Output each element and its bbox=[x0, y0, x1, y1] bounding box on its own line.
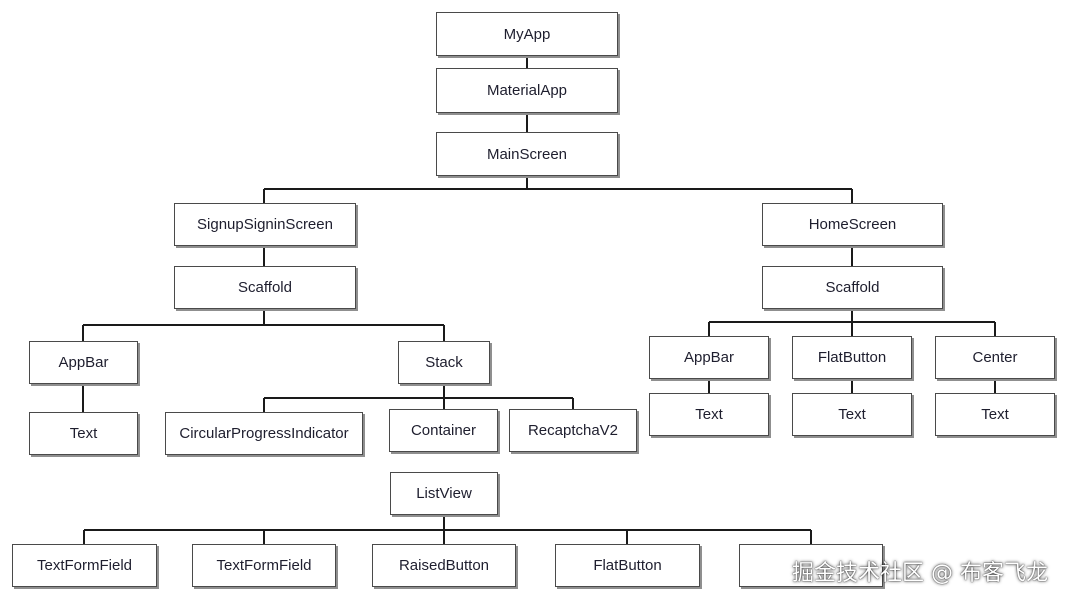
node-container: Container bbox=[389, 409, 498, 452]
node-text-right-2: Text bbox=[792, 393, 912, 436]
node-flat-button-right: FlatButton bbox=[792, 336, 912, 379]
node-scaffold-right: Scaffold bbox=[762, 266, 943, 309]
node-raised-button: RaisedButton bbox=[372, 544, 516, 587]
node-scaffold-left: Scaffold bbox=[174, 266, 356, 309]
node-materialapp: MaterialApp bbox=[436, 68, 618, 113]
node-text-right-1: Text bbox=[649, 393, 769, 436]
node-appbar-left: AppBar bbox=[29, 341, 138, 384]
node-circular-progress-indicator: CircularProgressIndicator bbox=[165, 412, 363, 455]
node-recaptcha-v2: RecaptchaV2 bbox=[509, 409, 637, 452]
node-listview: ListView bbox=[390, 472, 498, 515]
node-text-right-3: Text bbox=[935, 393, 1055, 436]
node-flat-button-bottom: FlatButton bbox=[555, 544, 700, 587]
node-text-left: Text bbox=[29, 412, 138, 455]
node-empty-bottom bbox=[739, 544, 883, 587]
node-textformfield-1: TextFormField bbox=[12, 544, 157, 587]
node-appbar-right: AppBar bbox=[649, 336, 769, 379]
node-stack: Stack bbox=[398, 341, 490, 384]
watermark-text: 掘金技术社区 @ 布客飞龙 bbox=[792, 561, 1048, 586]
node-home-screen: HomeScreen bbox=[762, 203, 943, 246]
node-signup-signin-screen: SignupSigninScreen bbox=[174, 203, 356, 246]
node-center: Center bbox=[935, 336, 1055, 379]
node-myapp: MyApp bbox=[436, 12, 618, 56]
node-mainscreen: MainScreen bbox=[436, 132, 618, 176]
node-textformfield-2: TextFormField bbox=[192, 544, 336, 587]
